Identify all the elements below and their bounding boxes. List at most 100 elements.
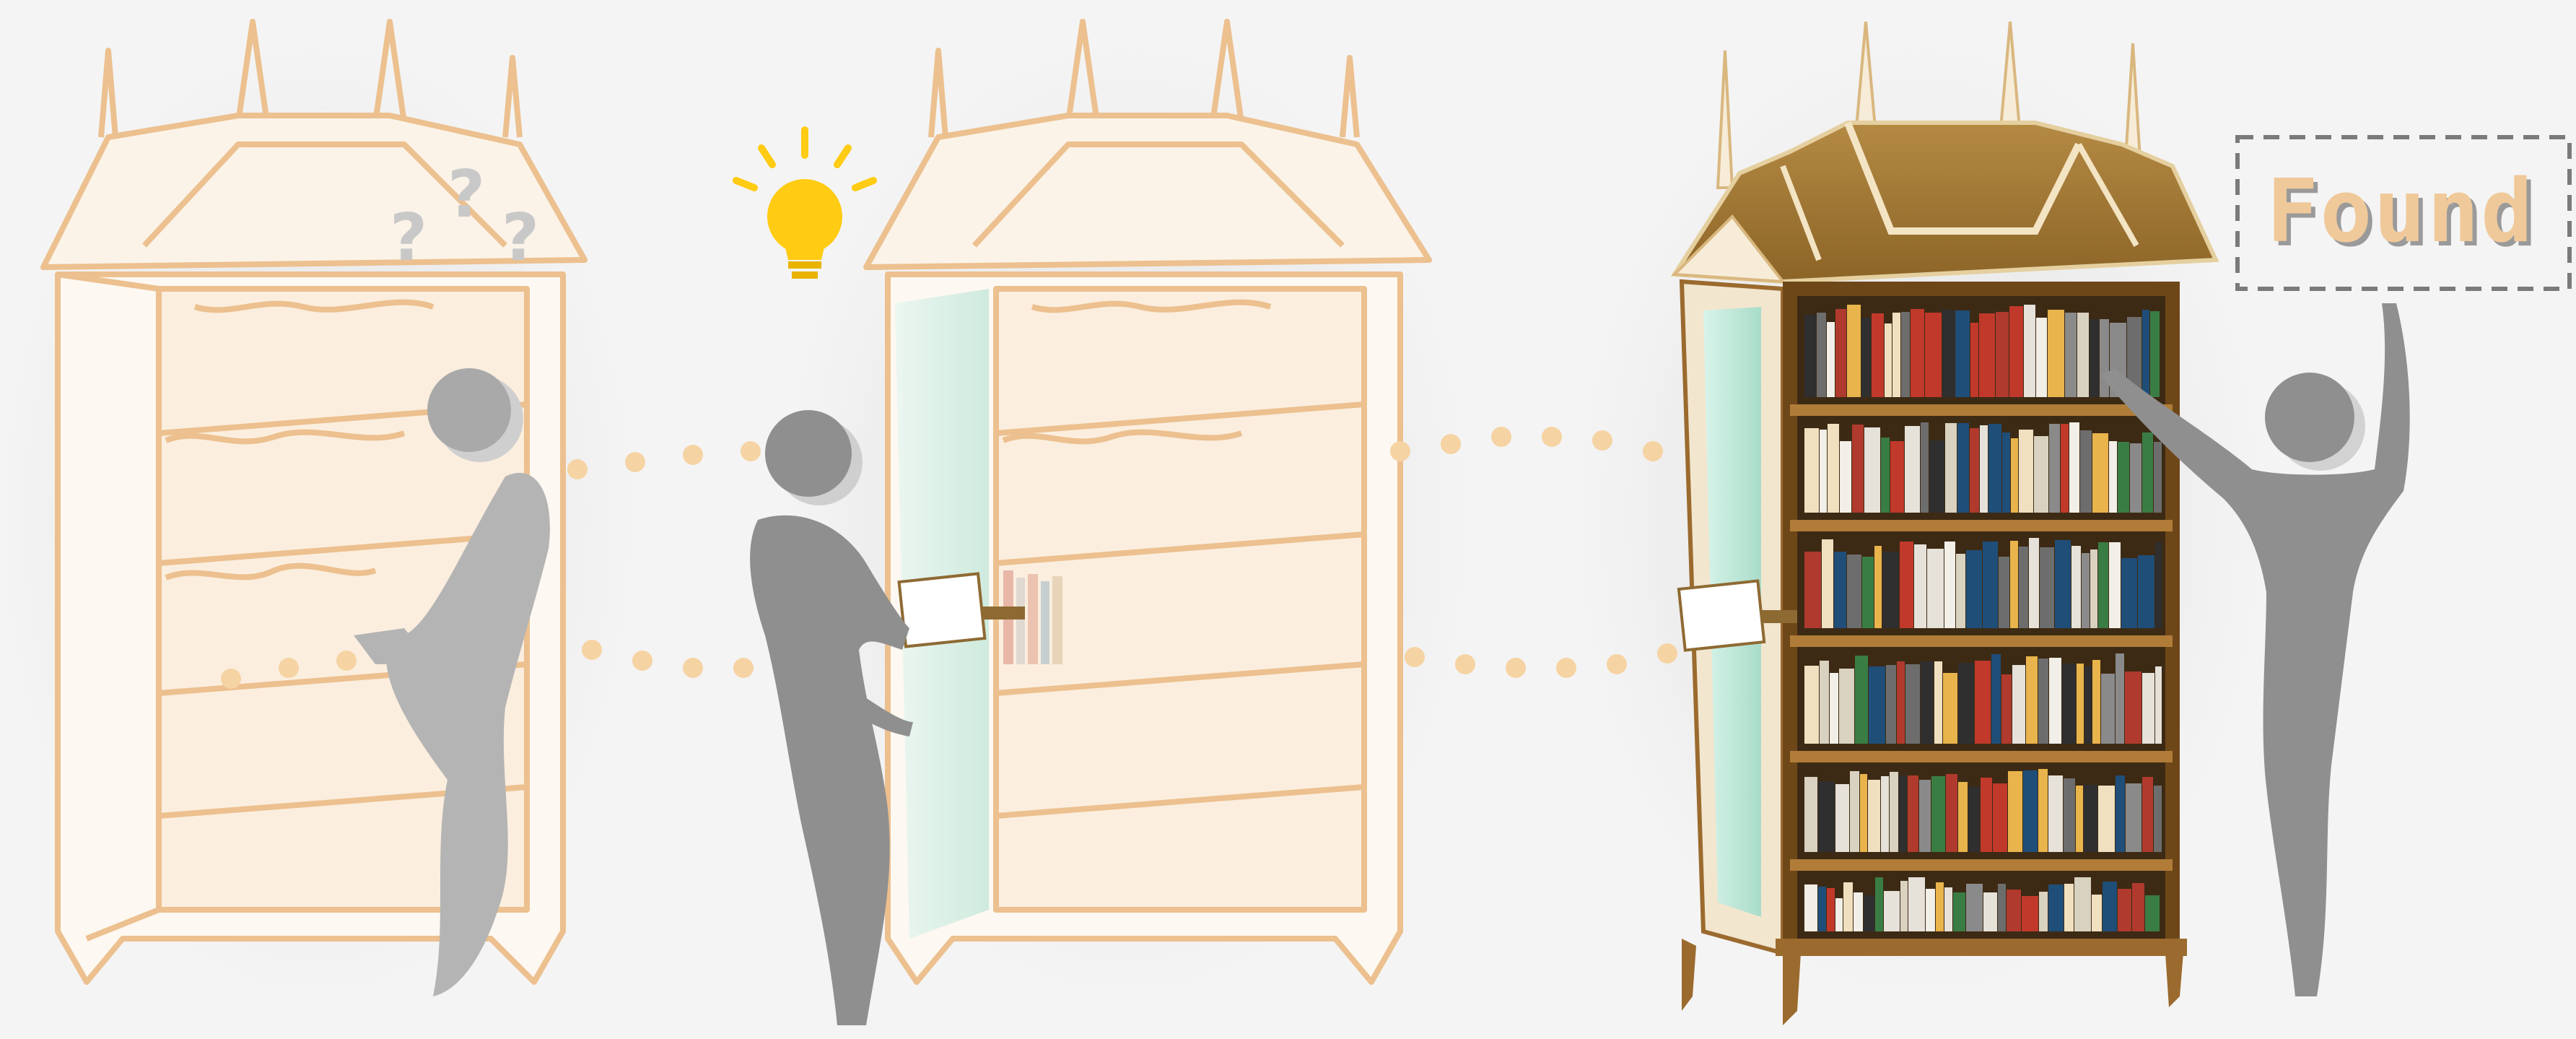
book-spine [2038,658,2048,744]
book-spine [1804,428,1819,513]
book-spine [2049,424,2060,513]
book-spine [1869,666,1885,744]
book-spine [2125,671,2141,744]
book-spine [2061,424,2069,513]
book-spine [1988,424,2001,513]
book-spine [1925,313,1942,397]
book-spine [2065,313,2077,397]
book-spine [1804,552,1821,628]
book-spine [1855,656,1868,744]
book-spine [1892,313,1900,397]
book-spine [1875,877,1883,931]
book-spine [1943,673,1957,744]
book-spine [1847,305,1861,397]
book-spine [2084,785,2097,852]
book-spine [1884,891,1900,931]
book-spine [2154,786,2162,852]
book-spine [1900,542,1913,628]
book-spine [1955,310,1970,397]
book-spine [1820,430,1827,513]
book-spine [1897,661,1905,744]
book-spine [1944,887,1952,931]
book-spine [1804,777,1817,852]
book-spine [1847,555,1861,628]
book-spine [1944,542,1955,628]
book-spine [1822,539,1833,628]
book-spine [1835,784,1849,852]
book-spine [2048,884,2064,931]
book-spine [1827,322,1835,397]
book-spine [2121,558,2137,628]
book-spine [1966,550,1982,628]
book-spine [1818,781,1835,852]
book-spine [1881,776,1889,852]
book-spine [2103,882,2117,931]
book-spine [2092,660,2100,744]
book-spine [2145,895,2160,931]
book-spine [1868,780,1880,852]
book-spine [2098,786,2115,852]
book-spine [1970,428,1979,513]
book-spine [2001,674,2012,744]
book-spine [2092,433,2108,513]
book-spine [1860,774,1867,852]
book-spine [1835,898,1843,931]
book-spine [1905,664,1920,744]
book-spine [1929,440,1944,513]
book-spine [2039,892,2048,931]
book-spine [1975,661,1991,744]
book-spine [2022,896,2038,931]
book-spine [1998,884,2006,931]
book-spine [2040,547,2054,628]
book-spine [1852,425,1864,513]
book-spine [2071,546,2081,628]
book-spine [1983,542,1998,628]
book-spine [1817,313,1826,397]
book-spine [2118,442,2129,513]
book-spine [1981,778,1992,852]
book-spine [1874,546,1882,628]
book-spine [1968,787,1980,852]
book-spine [2132,883,2144,931]
book-spine [1970,323,1978,397]
book-spine [2150,311,2160,397]
book-spine [1899,775,1907,852]
book-spine [2076,786,2083,852]
book-spine [2019,430,2033,513]
book-spine [1980,425,1988,513]
book-spine [1840,441,1851,513]
book-spine [2090,319,2099,397]
book-spine [1890,772,1898,852]
book-spine [2142,432,2153,513]
book-spine [2082,553,2090,628]
book-spine [2077,664,2084,744]
book-spine [2062,664,2076,744]
book-spine [1958,663,1974,744]
book-spine [1901,312,1910,397]
book-spine [1999,557,2009,628]
book-spine [2026,656,2038,744]
book-spine [1835,309,1846,397]
book-spine [1864,895,1874,931]
svg-text:?: ? [447,157,485,232]
book-spine [2038,769,2048,852]
book-spine [1914,544,1926,628]
book-spine [2012,665,2025,744]
book-spine [1804,666,1819,744]
book-spine [2007,890,2021,931]
book-spine [2098,542,2108,628]
book-spine [1921,422,1929,513]
book-spine [2023,770,2038,852]
book-spine [1936,882,1944,931]
found-it-label: Found it Found it [2237,137,2576,289]
book-spine [1872,313,1884,397]
book-spine [2010,541,2018,628]
book-spine [1861,318,1871,397]
book-spine [2090,549,2097,628]
book-spine [2029,538,2039,628]
book-spine [1900,881,1908,931]
book-spine [2069,422,2079,513]
book-spine [1911,309,1924,397]
